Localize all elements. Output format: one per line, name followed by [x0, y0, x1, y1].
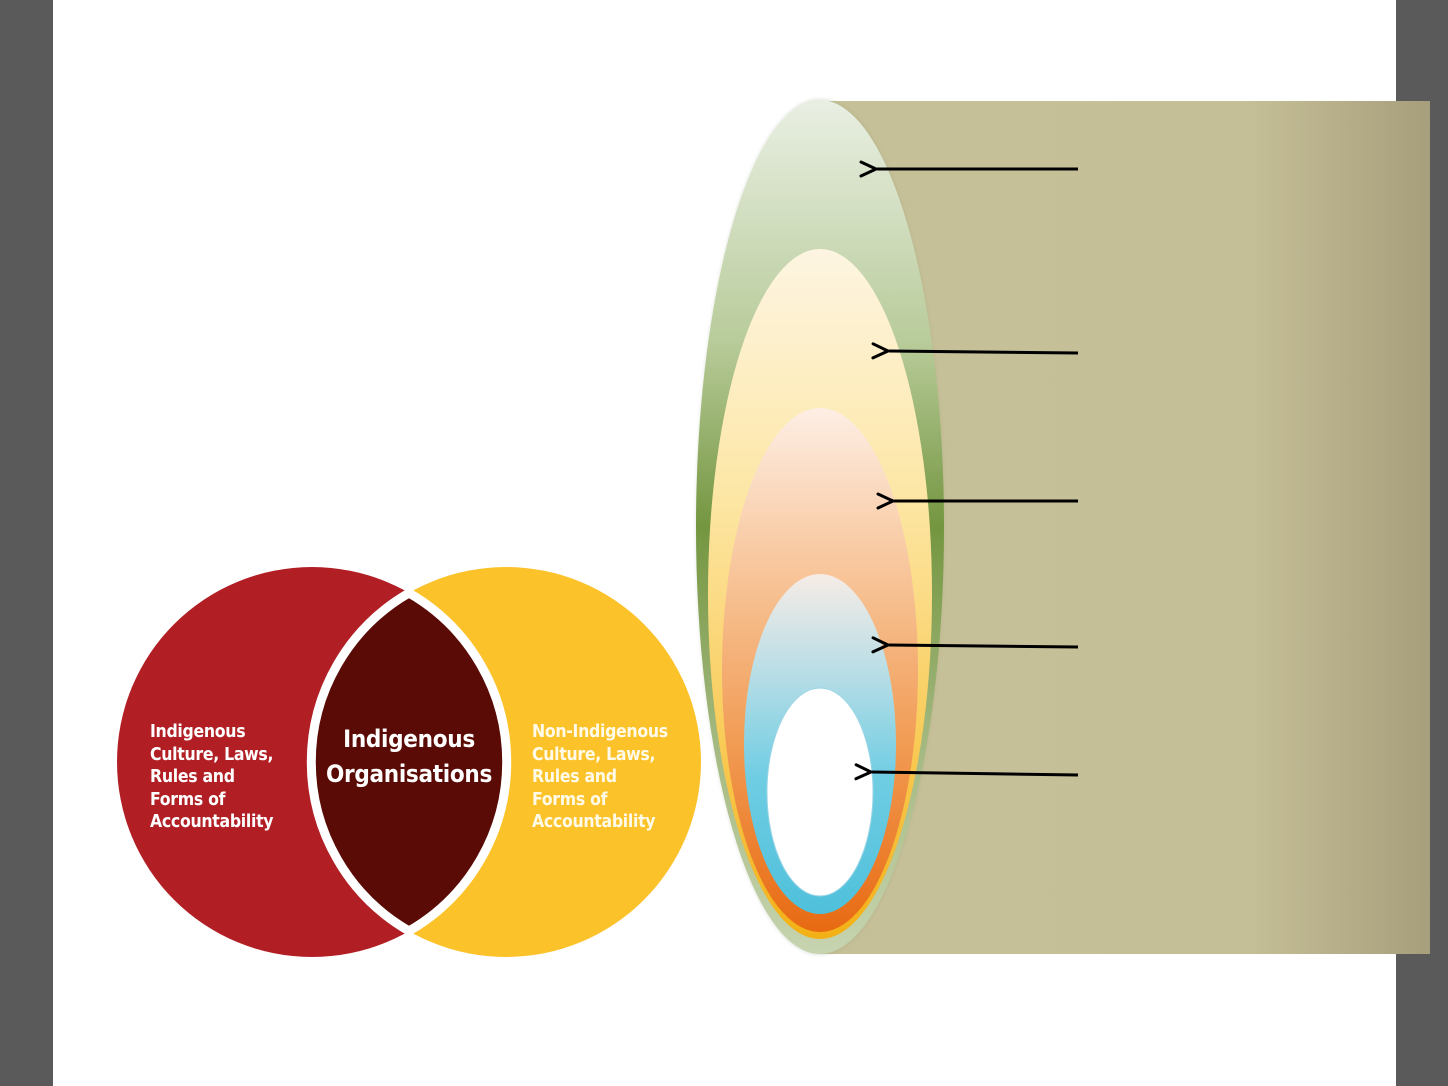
arrow-layer-4: [871, 636, 1079, 654]
layer-arrows: [854, 160, 1079, 781]
venn-center-label: Indigenous Organisations: [325, 725, 493, 788]
venn-intersection-lens: [306, 588, 512, 936]
nested-layers: [696, 100, 944, 954]
venn-left-label: Indigenous Culture, Laws, Rules and Form…: [150, 722, 274, 832]
arrow-layer-5: [854, 763, 1079, 781]
left-border-bar: [0, 0, 53, 1086]
venn-diagram: [117, 567, 701, 957]
layer-5-inner-ellipse: [766, 687, 874, 897]
venn-right-label: Non-Indigenous Culture, Laws, Rules and …: [532, 722, 668, 832]
arrow-layer-2: [871, 342, 1079, 360]
